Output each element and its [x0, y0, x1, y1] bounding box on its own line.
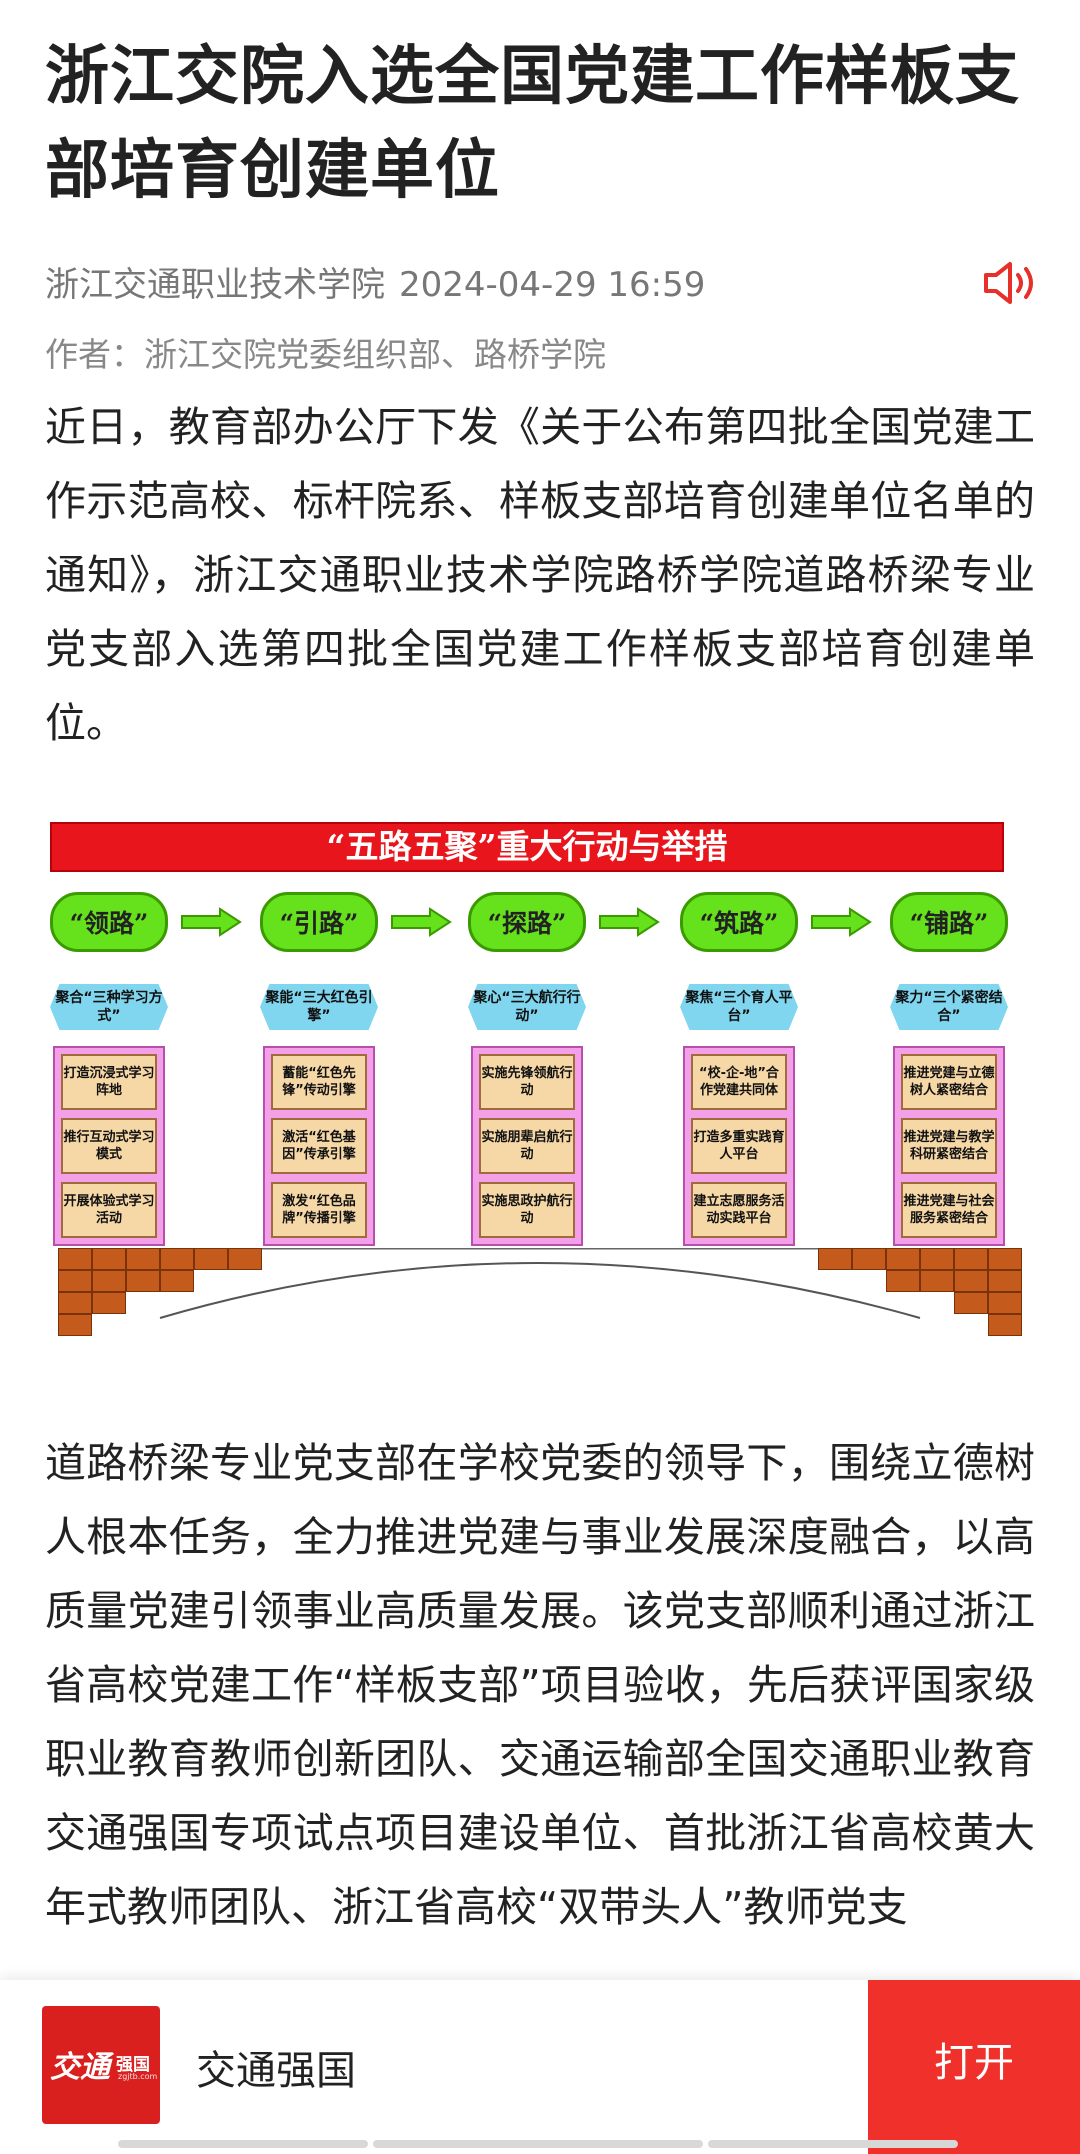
brick	[920, 1270, 954, 1292]
measure-item: 激活“红色基因”传承引擎	[271, 1118, 367, 1174]
figure-banner: “五路五聚”重大行动与举措	[50, 822, 1004, 872]
article-source[interactable]: 浙江交通职业技术学院	[45, 265, 385, 305]
brick	[886, 1270, 920, 1292]
arrow-right-icon	[390, 907, 452, 937]
brick	[160, 1270, 194, 1292]
measure-stack: 蓄能“红色先锋”传动引擎激活“红色基因”传承引擎激发“红色品牌”传播引擎	[263, 1046, 375, 1246]
arrow-right-icon	[598, 907, 660, 937]
measure-stack: 推进党建与立德树人紧密结合推进党建与教学科研紧密结合推进党建与社会服务紧密结合	[893, 1046, 1005, 1246]
measure-stack: 实施先锋领航行动实施朋辈启航行动实施思政护航行动	[471, 1046, 583, 1246]
article-title: 浙江交院入选全国党建工作样板支部培育创建单位	[45, 40, 1020, 208]
brick	[988, 1248, 1022, 1270]
speaker-icon[interactable]	[980, 258, 1040, 308]
app-logo[interactable]: 交通 强国 zgjtb.com	[42, 2006, 160, 2124]
brick	[126, 1270, 160, 1292]
measure-item: 开展体验式学习活动	[61, 1182, 157, 1238]
measure-item: 建立志愿服务活动实践平台	[691, 1182, 787, 1238]
brick	[92, 1292, 126, 1314]
brick	[228, 1248, 262, 1270]
brick	[954, 1270, 988, 1292]
article-author: 作者：浙江交院党委组织部、路桥学院	[45, 335, 606, 374]
measure-stack: “校-企-地”合作党建共同体打造多重实践育人平台建立志愿服务活动实践平台	[683, 1046, 795, 1246]
road-label: “引路”	[260, 892, 378, 952]
road-label: “铺路”	[890, 892, 1008, 952]
gather-label: 聚合“三种学习方式”	[50, 984, 168, 1030]
article-meta: 浙江交通职业技术学院 2024-04-29 16:59	[45, 257, 705, 306]
arrow-right-icon	[810, 907, 872, 937]
brick	[988, 1270, 1022, 1292]
brick	[160, 1248, 194, 1270]
road-label: “探路”	[468, 892, 586, 952]
measure-item: 推行互动式学习模式	[61, 1118, 157, 1174]
app-download-bar: 交通 强国 zgjtb.com 交通强国 打开	[0, 1980, 1080, 2154]
arrow-right-icon	[180, 907, 242, 937]
measure-item: “校-企-地”合作党建共同体	[691, 1054, 787, 1110]
brick	[954, 1292, 988, 1314]
brick	[886, 1248, 920, 1270]
home-indicator	[118, 2140, 962, 2148]
brick	[920, 1248, 954, 1270]
measure-item: 打造沉浸式学习阵地	[61, 1054, 157, 1110]
measure-item: 蓄能“红色先锋”传动引擎	[271, 1054, 367, 1110]
brick	[988, 1314, 1022, 1336]
measure-item: 实施先锋领航行动	[479, 1054, 575, 1110]
brick	[58, 1314, 92, 1336]
brick	[988, 1292, 1022, 1314]
measure-stack: 打造沉浸式学习阵地推行互动式学习模式开展体验式学习活动	[53, 1046, 165, 1246]
open-app-button[interactable]: 打开	[868, 1980, 1080, 2154]
brick	[852, 1248, 886, 1270]
measure-item: 推进党建与立德树人紧密结合	[901, 1054, 997, 1110]
gather-label: 聚力“三个紧密结合”	[890, 984, 1008, 1030]
bridge-arch	[60, 1248, 1010, 1319]
brick	[92, 1270, 126, 1292]
measure-item: 推进党建与社会服务紧密结合	[901, 1182, 997, 1238]
brick	[58, 1270, 92, 1292]
measure-item: 激发“红色品牌”传播引擎	[271, 1182, 367, 1238]
measure-item: 推进党建与教学科研紧密结合	[901, 1118, 997, 1174]
measure-item: 打造多重实践育人平台	[691, 1118, 787, 1174]
road-label: “筑路”	[680, 892, 798, 952]
app-name: 交通强国	[196, 2048, 356, 2094]
gather-label: 聚能“三大红色引擎”	[260, 984, 378, 1030]
brick	[194, 1248, 228, 1270]
measure-item: 实施思政护航行动	[479, 1182, 575, 1238]
gather-label: 聚焦“三个育人平台”	[680, 984, 798, 1030]
road-label: “领路”	[50, 892, 168, 952]
gather-label: 聚心“三大航行行动”	[468, 984, 586, 1030]
article-paragraph-2: 道路桥梁专业党支部在学校党委的领导下，围绕立德树人根本任务，全力推进党建与事业发…	[45, 1439, 1035, 1931]
brick	[92, 1248, 126, 1270]
brick	[58, 1292, 92, 1314]
article-date: 2024-04-29 16:59	[399, 265, 706, 305]
brick	[58, 1248, 92, 1270]
brick	[818, 1248, 852, 1270]
brick	[126, 1248, 160, 1270]
brick	[954, 1248, 988, 1270]
measure-item: 实施朋辈启航行动	[479, 1118, 575, 1174]
article-paragraph-1: 近日，教育部办公厅下发《关于公布第四批全国党建工作示范高校、标杆院系、样板支部培…	[45, 403, 1035, 747]
article-figure: “五路五聚”重大行动与举措 “领路” 聚合“三种学习方式” 打造沉浸式学习阵地推行互…	[50, 818, 1025, 1348]
